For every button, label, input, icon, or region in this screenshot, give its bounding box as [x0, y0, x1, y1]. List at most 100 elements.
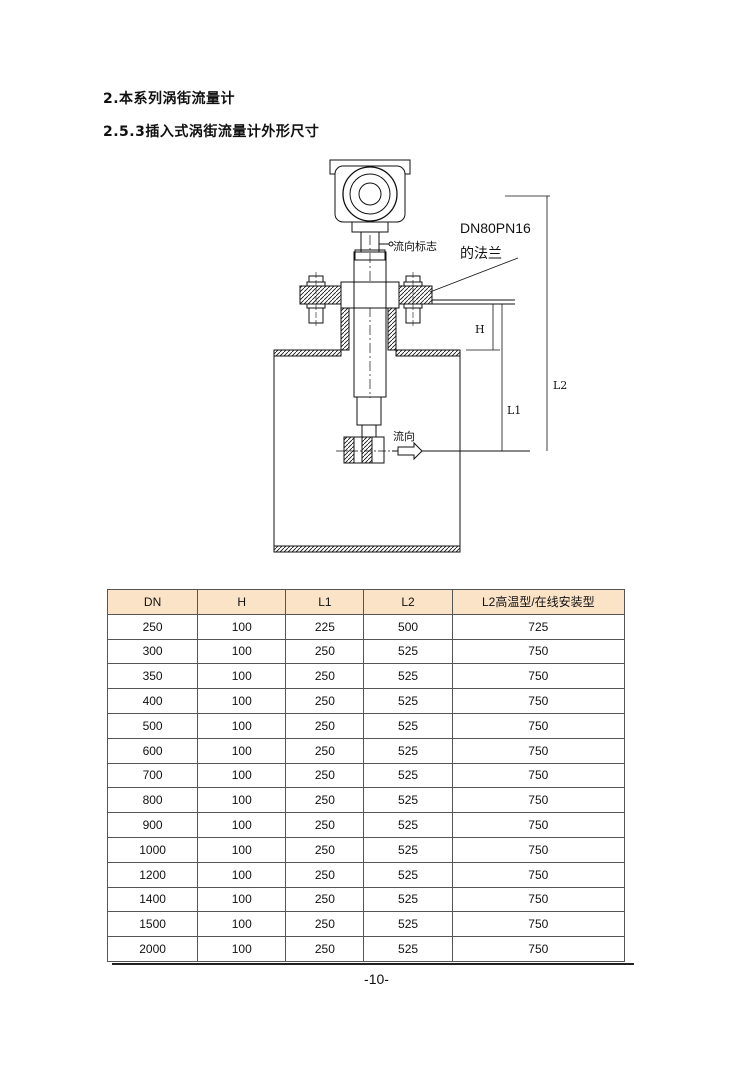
table-cell: 800 [106, 787, 199, 814]
column-header-dn: DN [106, 589, 199, 615]
table-cell: 250 [285, 911, 365, 938]
table-cell: 525 [363, 663, 453, 690]
dimension-lines [429, 195, 550, 451]
table-cell: 100 [197, 936, 287, 962]
table-cell: 750 [451, 762, 626, 789]
table-cell: 750 [451, 836, 626, 863]
table-cell: 100 [197, 886, 287, 913]
table-cell: 525 [363, 936, 453, 962]
table-cell: 725 [451, 613, 626, 640]
column-header-h: H [197, 589, 287, 615]
table-cell: 700 [106, 762, 199, 789]
table-cell: 1000 [106, 836, 199, 863]
flow-mark-label: 流向标志 [393, 239, 437, 253]
table-cell: 250 [285, 638, 365, 665]
table-cell: 750 [451, 861, 626, 888]
table-cell: 250 [285, 762, 365, 789]
table-cell: 250 [285, 886, 365, 913]
table-cell: 100 [197, 663, 287, 690]
table-cell: 750 [451, 638, 626, 665]
table-cell: 250 [285, 936, 365, 962]
table-cell: 100 [197, 613, 287, 640]
table-cell: 525 [363, 737, 453, 764]
table-cell: 250 [285, 663, 365, 690]
table-cell: 525 [363, 836, 453, 863]
table-cell: 250 [285, 836, 365, 863]
table-cell: 525 [363, 861, 453, 888]
table-cell: 300 [106, 638, 199, 665]
table-cell: 500 [106, 712, 199, 739]
dimension-l1-label: L1 [507, 404, 521, 417]
table-cell: 750 [451, 812, 626, 838]
footer-rule [112, 963, 634, 965]
table-cell: 250 [285, 688, 365, 714]
table-cell: 750 [451, 737, 626, 764]
flange-suffix-label: 的法兰 [460, 245, 502, 261]
table-cell: 250 [285, 812, 365, 838]
dimension-h-label: H [475, 323, 485, 336]
table-cell: 525 [363, 688, 453, 714]
table-cell: 750 [451, 886, 626, 913]
dimension-l2-label: L2 [553, 379, 567, 392]
table-cell: 250 [285, 712, 365, 739]
table-cell: 350 [106, 663, 199, 690]
table-cell: 750 [451, 911, 626, 938]
table-cell: 1500 [106, 911, 199, 938]
table-cell: 250 [285, 737, 365, 764]
table-cell: 225 [285, 613, 365, 640]
table-cell: 100 [197, 836, 287, 863]
page-number: -10- [364, 971, 389, 987]
table-cell: 600 [106, 737, 199, 764]
table-cell: 100 [197, 638, 287, 665]
table-cell: 525 [363, 886, 453, 913]
table-cell: 2000 [106, 936, 199, 962]
nozzle [340, 307, 397, 351]
table-cell: 525 [363, 812, 453, 838]
probe-stem [353, 231, 394, 438]
table-cell: 100 [197, 762, 287, 789]
transmitter-head [329, 159, 411, 233]
table-cell: 100 [197, 861, 287, 888]
section-heading: 2.本系列涡街流量计 [103, 91, 236, 107]
column-header-l1: L1 [285, 589, 365, 615]
column-header-l2-high-temp: L2高温型/在线安装型 [451, 589, 626, 615]
table-cell: 750 [451, 787, 626, 814]
flow-direction-label: 流向 [393, 429, 415, 443]
table-cell: 100 [197, 812, 287, 838]
table-cell: 250 [106, 613, 199, 640]
table-cell: 250 [285, 861, 365, 888]
table-cell: 1200 [106, 861, 199, 888]
table-cell: 525 [363, 911, 453, 938]
table-header-row: DN H L1 L2 L2高温型/在线安装型 [106, 589, 626, 615]
sensor-body [336, 436, 530, 464]
table-cell: 750 [451, 712, 626, 739]
subsection-heading: 2.5.3插入式涡街流量计外形尺寸 [103, 124, 320, 140]
table-cell: 100 [197, 911, 287, 938]
table-cell: 750 [451, 663, 626, 690]
table-cell: 100 [197, 712, 287, 739]
table-cell: 250 [285, 787, 365, 814]
table-cell: 525 [363, 638, 453, 665]
flange [299, 272, 515, 328]
table-cell: 400 [106, 688, 199, 714]
table-cell: 900 [106, 812, 199, 838]
pipe [273, 349, 461, 553]
flowmeter-dimension-diagram: DN80PN16 的法兰 流向标志 流向 H L1 L2 [273, 159, 567, 553]
table-cell: 750 [451, 688, 626, 714]
flange-spec-label: DN80PN16 [460, 220, 531, 236]
